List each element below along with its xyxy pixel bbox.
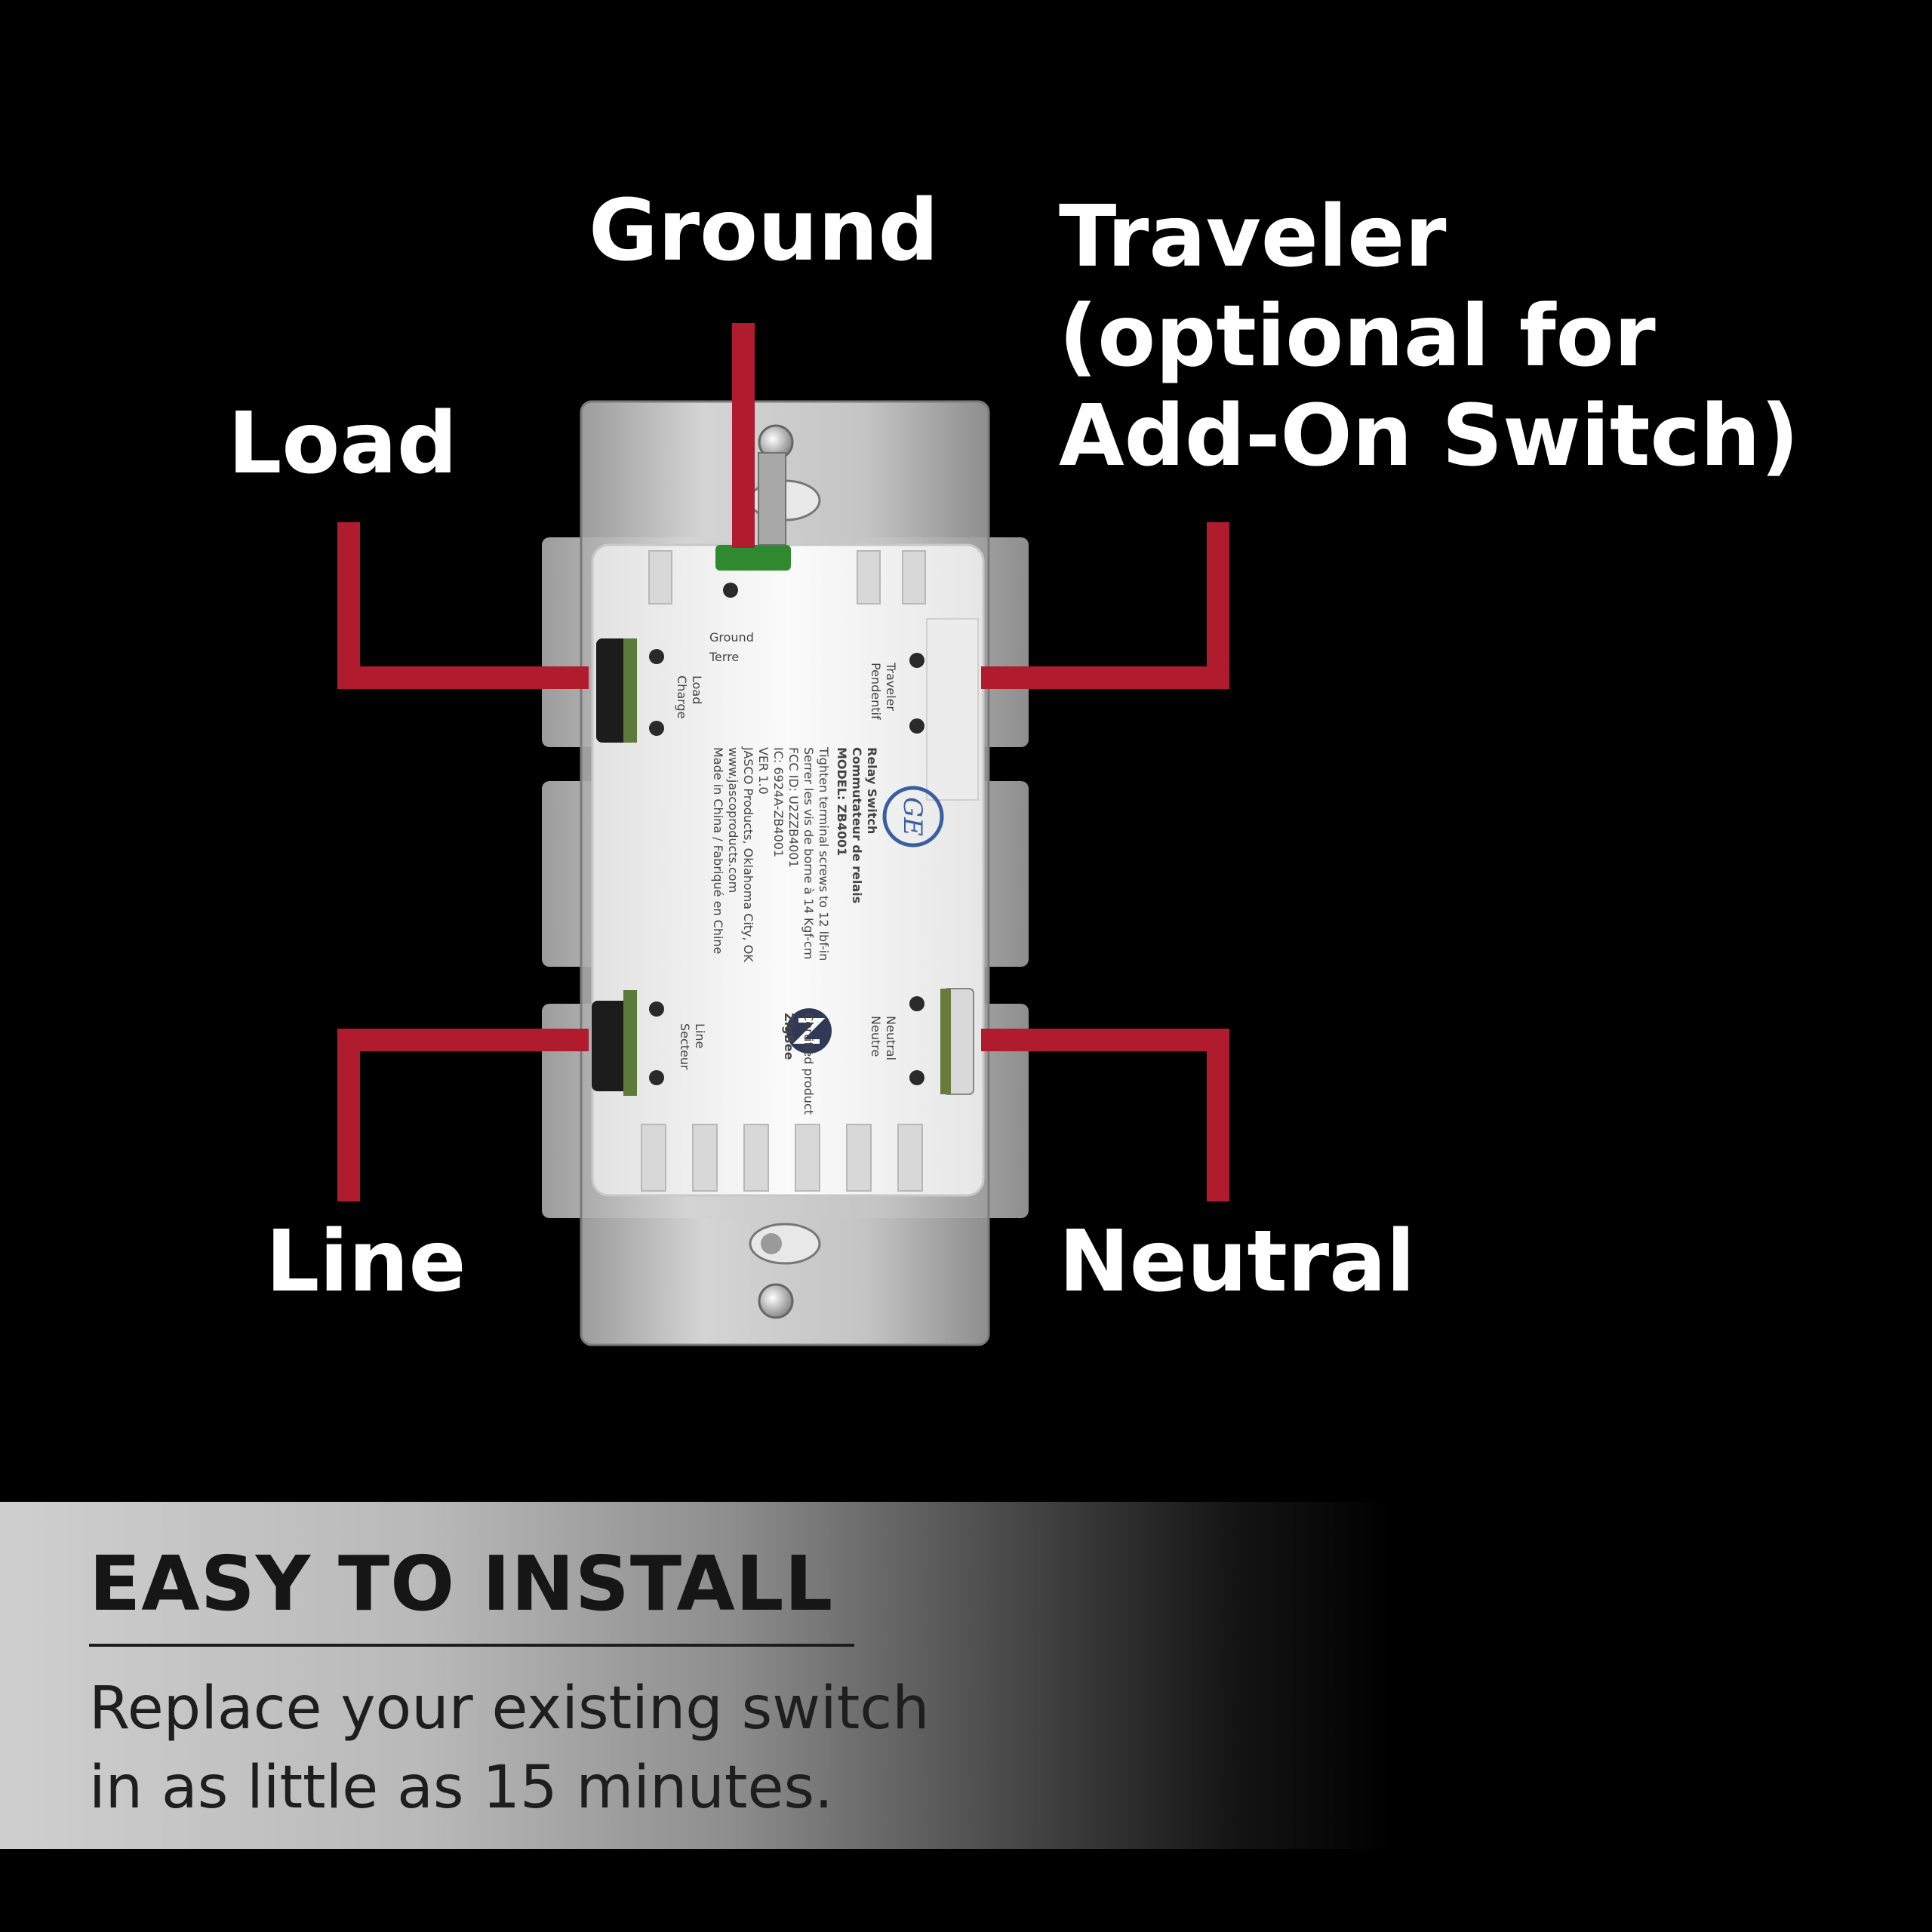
spec-line: IC: 6924A-ZB4001	[771, 747, 786, 857]
terminal-ground-label: Ground	[709, 630, 754, 645]
spec-line: www.jascoproducts.com	[726, 747, 740, 893]
spec-line: Tighten terminal screws to 12 lbf-in	[817, 746, 831, 961]
traveler-callout-line	[981, 522, 1229, 689]
banner-divider	[89, 1644, 854, 1647]
terminal-traveler-fr-label: Pendentif	[869, 663, 883, 720]
ground-label: Ground	[589, 182, 939, 280]
line-callout-line	[337, 1029, 589, 1201]
switch-housing	[591, 543, 985, 1197]
device-label-block: Relay Switch Commutateur de relais MODEL…	[711, 746, 879, 962]
neutral-callout-line	[981, 1029, 1229, 1201]
model-number: MODEL: ZB4001	[835, 747, 849, 856]
spec-line: Made in China / Fabriqué en Chine	[711, 747, 725, 954]
terminal-load-fr-label: Charge	[675, 675, 689, 718]
terminal-load-label: Load	[690, 675, 704, 704]
product-name-fr: Commutateur de relais	[850, 747, 864, 903]
spec-line: FCC ID: U2ZZB4001	[786, 747, 801, 868]
terminal-traveler-label: Traveler	[884, 662, 898, 711]
traveler-label: Traveler (optional for Add-On Switch)	[1059, 188, 1799, 486]
terminal-neutral-label: Neutral	[884, 1016, 898, 1060]
neutral-terminal-screw-icon	[940, 988, 974, 1095]
zigbee-logo-icon	[786, 1008, 832, 1054]
zigbee-wordmark: ZigBee	[782, 1013, 796, 1060]
terminal-ground-fr-label: Terre	[709, 650, 739, 664]
spec-line: VER 1.0	[756, 747, 771, 795]
terminal-line-fr-label: Secteur	[678, 1023, 692, 1070]
load-label: Load	[228, 395, 458, 493]
terminal-neutral-fr-label: Neutre	[869, 1016, 883, 1057]
line-label: Line	[266, 1213, 466, 1311]
banner-title: EASY TO INSTALL	[89, 1540, 834, 1628]
load-terminal-screw-icon	[596, 638, 637, 743]
mounting-screw-icon	[749, 424, 821, 1319]
load-callout-line	[337, 522, 589, 689]
line-terminal-screw-icon	[592, 990, 637, 1096]
ge-logo-icon: GE	[882, 786, 944, 848]
neutral-label: Neutral	[1059, 1213, 1416, 1311]
svg-text:GE: GE	[897, 797, 928, 836]
certified-product-text: Certified product	[801, 1013, 816, 1115]
spec-line: JASCO Products, Oklahoma City, OK	[741, 746, 755, 962]
banner-line-1: Replace your existing switch	[89, 1675, 930, 1743]
terminal-line-label: Line	[693, 1023, 707, 1048]
ground-screw-icon	[715, 452, 791, 571]
product-name: Relay Switch	[865, 747, 879, 834]
banner-line-2: in as little as 15 minutes.	[89, 1753, 833, 1822]
banner-description: Replace your existing switch in as littl…	[89, 1669, 930, 1827]
spec-line: Serrer les vis de borne à 14 Kgf-cm	[801, 747, 816, 959]
info-banner	[0, 1502, 1932, 1849]
